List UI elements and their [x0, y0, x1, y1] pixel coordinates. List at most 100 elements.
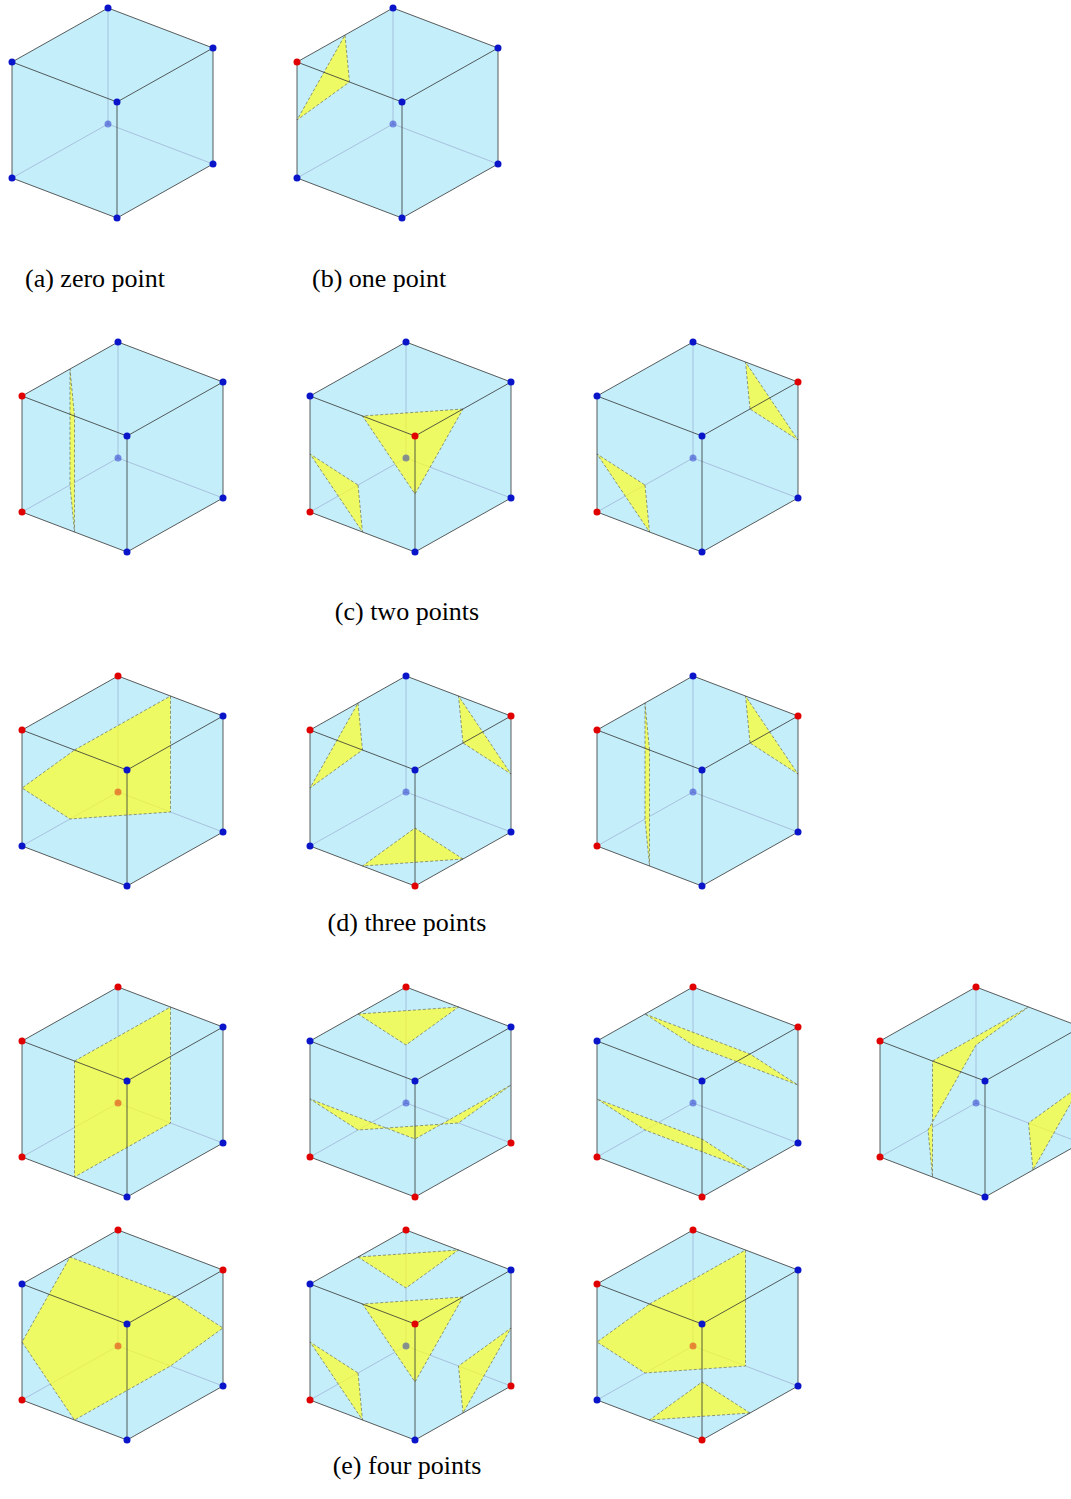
- iso-surface: [597, 1250, 746, 1373]
- inside-vertex: [19, 393, 26, 400]
- inside-vertex: [412, 883, 419, 890]
- cube-edge: [597, 730, 598, 846]
- cube-edge: [22, 1400, 127, 1440]
- cube-body: [22, 676, 223, 886]
- cube-edge: [498, 48, 499, 164]
- inside-vertex: [307, 1154, 314, 1161]
- iso-surface: [310, 703, 363, 788]
- cube-edge: [297, 8, 393, 62]
- cube: [594, 673, 802, 890]
- cube-edge: [310, 1400, 415, 1440]
- cube-edge: [22, 1041, 127, 1081]
- inside-vertex: [115, 1100, 122, 1107]
- cube-edge: [597, 1284, 598, 1400]
- outside-vertex: [690, 789, 697, 796]
- outside-vertex: [795, 1140, 802, 1147]
- cube-edge: [297, 178, 402, 218]
- cube-edge: [693, 1230, 798, 1270]
- outside-vertex: [307, 1281, 314, 1288]
- outside-vertex: [699, 549, 706, 556]
- cube-edge: [597, 1400, 702, 1440]
- cube: [19, 1227, 227, 1444]
- inside-vertex: [690, 1227, 697, 1234]
- cube-edge: [798, 382, 799, 498]
- iso-surface: [310, 1085, 511, 1139]
- cube-edge: [415, 498, 511, 552]
- outside-vertex: [795, 829, 802, 836]
- cube-body: [597, 676, 798, 886]
- cube-edge: [118, 987, 223, 1027]
- cube-body: [597, 1230, 798, 1440]
- cube: [877, 984, 1071, 1201]
- cube-edge: [117, 164, 213, 218]
- cube-edge: [310, 1284, 415, 1324]
- outside-vertex: [124, 549, 131, 556]
- cube-edge: [310, 676, 406, 730]
- cube-edge: [310, 396, 415, 436]
- cube-edge: [310, 987, 406, 1041]
- cube-edge: [12, 62, 117, 102]
- cube: [594, 984, 802, 1201]
- outside-vertex: [124, 883, 131, 890]
- cube-edge: [415, 770, 416, 886]
- cube-edge: [693, 987, 798, 1027]
- outside-vertex: [210, 45, 217, 52]
- outside-vertex: [220, 713, 227, 720]
- inside-vertex: [19, 509, 26, 516]
- outside-vertex: [307, 393, 314, 400]
- cube-body: [297, 8, 498, 218]
- outside-vertex: [124, 1194, 131, 1201]
- cube-edge: [127, 1386, 223, 1440]
- outside-vertex: [124, 1437, 131, 1444]
- cube-edge: [976, 987, 1071, 1027]
- inside-vertex: [508, 713, 515, 720]
- subfigure-caption: (d) three points: [328, 908, 487, 938]
- outside-vertex: [220, 379, 227, 386]
- inside-vertex: [795, 379, 802, 386]
- outside-vertex: [105, 5, 112, 12]
- hidden-edge: [108, 124, 213, 164]
- outside-vertex: [699, 1321, 706, 1328]
- cube-edge: [597, 846, 702, 886]
- cube-body: [22, 1230, 223, 1440]
- cube-edge: [880, 1041, 881, 1157]
- cube-body: [22, 987, 223, 1197]
- outside-vertex: [220, 1140, 227, 1147]
- cube: [307, 1227, 515, 1444]
- inside-vertex: [594, 509, 601, 516]
- hidden-edge: [310, 792, 406, 846]
- outside-vertex: [795, 1383, 802, 1390]
- inside-vertex: [594, 1154, 601, 1161]
- cube-edge: [702, 498, 798, 552]
- cube-edge: [118, 1230, 223, 1270]
- outside-vertex: [115, 455, 122, 462]
- outside-vertex: [403, 673, 410, 680]
- cube-edge: [22, 1284, 127, 1324]
- hidden-edge: [393, 8, 394, 124]
- cube-edge: [127, 498, 223, 552]
- outside-vertex: [690, 339, 697, 346]
- cube-edge: [402, 48, 498, 102]
- outside-vertex: [114, 99, 121, 106]
- outside-vertex: [508, 829, 515, 836]
- inside-vertex: [699, 1437, 706, 1444]
- cube-edge: [22, 730, 23, 846]
- cube-body: [597, 987, 798, 1197]
- cube-edge: [880, 987, 976, 1041]
- cube: [594, 1227, 802, 1444]
- cube-edge: [310, 1284, 311, 1400]
- inside-vertex: [412, 1194, 419, 1201]
- cube-edge: [702, 1270, 798, 1324]
- iso-surface: [297, 35, 350, 120]
- cube-body: [880, 987, 1071, 1197]
- cube-edge: [597, 396, 702, 436]
- cube-edge: [511, 1270, 512, 1386]
- hidden-edge: [393, 124, 498, 164]
- cube-edge: [127, 1270, 223, 1324]
- cube-edge: [597, 512, 702, 552]
- cube-edge: [127, 1027, 223, 1081]
- cube-edge: [402, 102, 403, 218]
- cube-edge: [127, 1081, 128, 1197]
- inside-vertex: [690, 1343, 697, 1350]
